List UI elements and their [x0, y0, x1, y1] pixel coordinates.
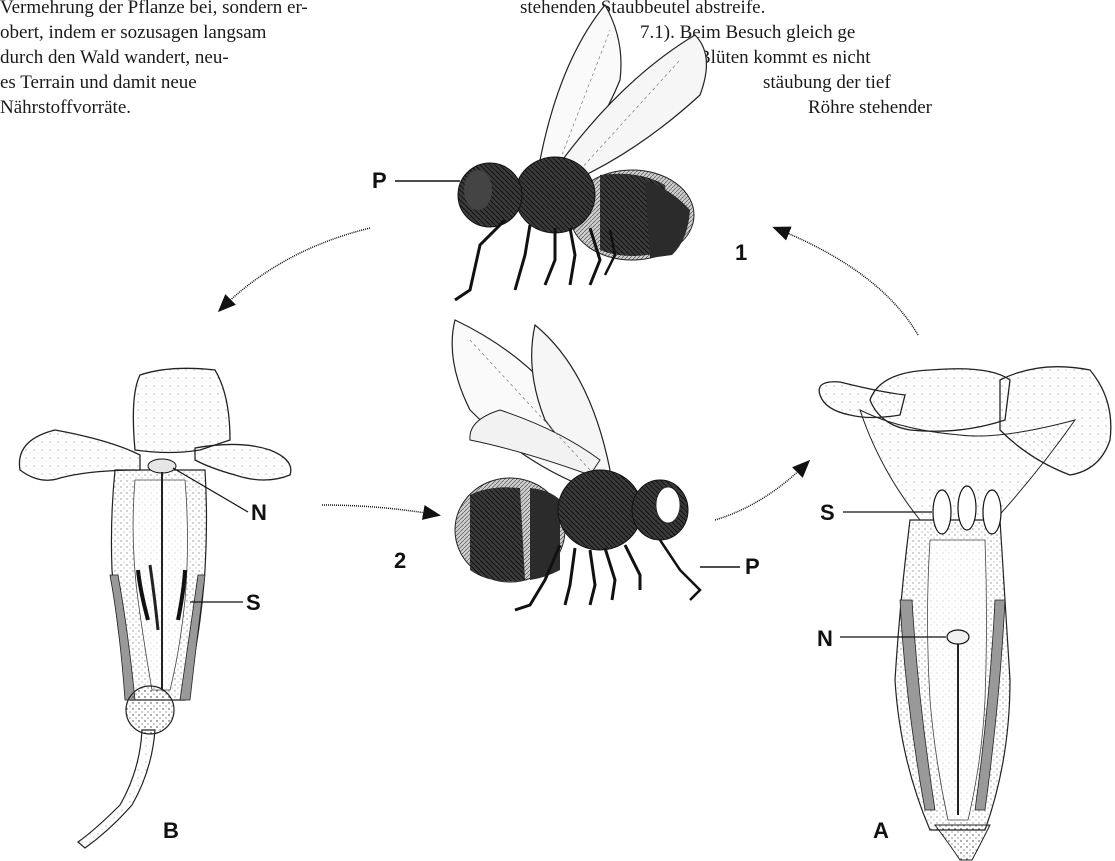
label-stamen-flower-b: S [246, 590, 261, 616]
label-flower-b: B [163, 818, 179, 844]
arrow-flower-b-to-bee-bottom [322, 505, 438, 515]
label-step-1: 1 [735, 240, 747, 266]
bumblebee-top [395, 5, 706, 300]
label-stamen-flower-a: S [820, 500, 835, 526]
label-flower-a: A [873, 818, 889, 844]
arrow-flower-a-to-bee-top [775, 228, 918, 335]
label-proboscis-bottom: P [745, 554, 760, 580]
arrow-bee-bottom-to-flower-a [715, 462, 808, 520]
label-nectar-flower-b: N [251, 500, 267, 526]
bumblebee-bottom [452, 320, 740, 610]
arrow-bee-top-to-flower-b [220, 228, 370, 310]
label-nectar-flower-a: N [817, 626, 833, 652]
label-step-2: 2 [394, 548, 406, 574]
label-proboscis-top: P [372, 168, 387, 194]
flower-a [819, 367, 1111, 860]
